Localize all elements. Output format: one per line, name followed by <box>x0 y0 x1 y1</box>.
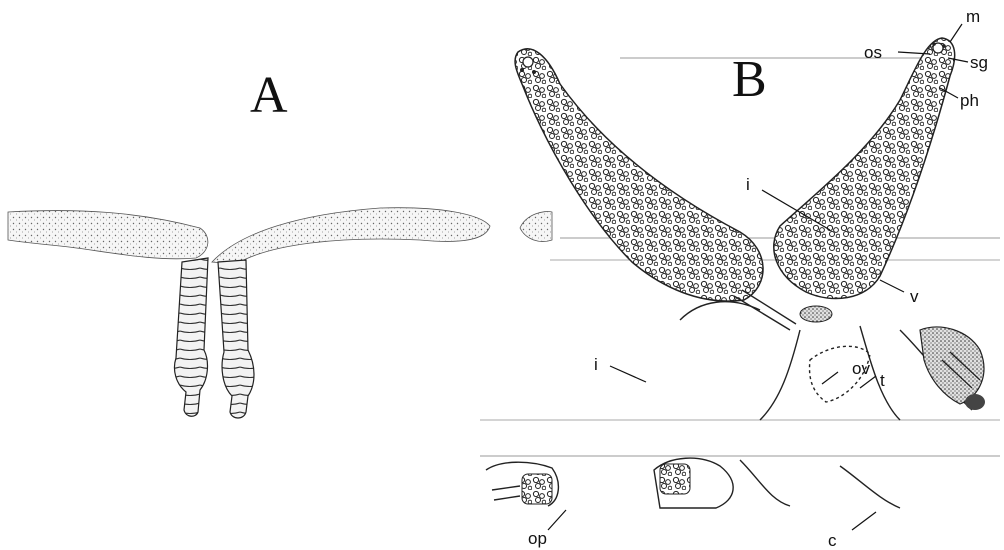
label-op: op <box>528 529 547 548</box>
host-body-end <box>520 212 552 242</box>
label-os: os <box>864 43 882 62</box>
stalk-right <box>218 260 254 418</box>
gland-cluster <box>800 306 832 322</box>
worm-right <box>774 38 955 299</box>
dark-organ <box>920 327 984 404</box>
stalk-left <box>174 258 208 416</box>
label-t: t <box>880 371 885 390</box>
panel-b-label: B <box>732 51 767 108</box>
label-i-upper: i <box>746 175 750 194</box>
label-sg: sg <box>970 53 988 72</box>
host-body-left <box>8 211 208 259</box>
cyst-wall-left <box>760 330 800 420</box>
label-v: v <box>910 287 919 306</box>
worm-left <box>515 49 763 301</box>
egg-cells-left <box>522 474 552 504</box>
label-m: m <box>966 7 980 26</box>
label-i-lower: i <box>594 355 598 374</box>
panel-a: A <box>8 67 552 418</box>
label-ph: ph <box>960 91 979 110</box>
egg-cells-center <box>660 464 690 494</box>
panel-a-label: A <box>250 67 288 124</box>
left-oral-sucker <box>523 57 533 67</box>
panel-b: B <box>480 7 1000 550</box>
host-body-right <box>212 208 490 264</box>
label-c: c <box>828 531 837 550</box>
label-ov: ov <box>852 359 870 378</box>
